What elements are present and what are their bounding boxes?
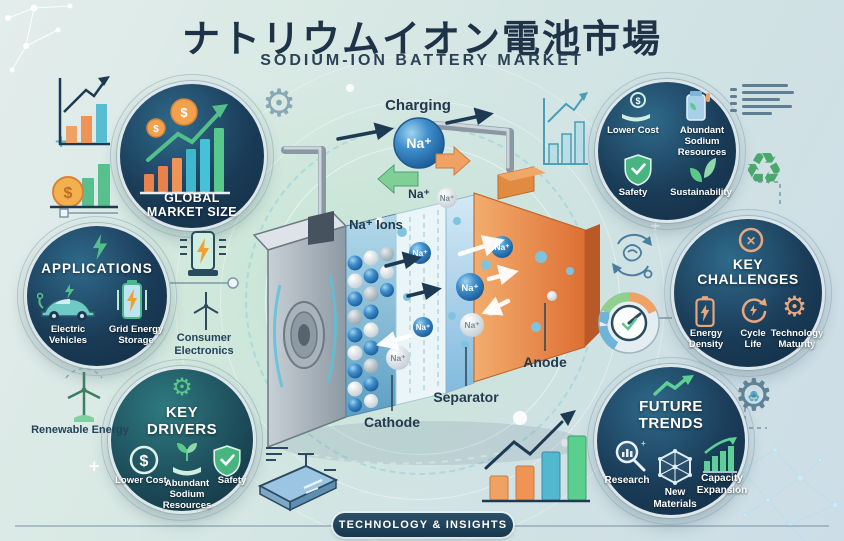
application-item: Electric Vehicles [48,324,88,346]
sustainability-leaves-icon [690,158,716,182]
svg-text:+: + [641,439,646,448]
svg-text:✕: ✕ [746,234,756,248]
trend-item: Capacity Expansion [696,473,748,496]
gear-recycle-icon: ⚙ [734,370,774,421]
dollar-circle-icon: $ [129,445,159,475]
page-title: ナトリウムイオン電池市場 [181,17,662,61]
footer-banner: TECHNOLOGY & INSIGHTS [333,513,513,537]
small-turbine-icon [193,292,219,330]
advantage-item: Abundant Sodium Resources [677,125,727,158]
x-circle-icon: ✕ [738,227,764,253]
separator-label: Separator [433,389,499,405]
sodium-container-icon [686,91,710,121]
plus-sparkle: + [88,457,101,475]
na-ions-label: Na⁺ Ions [349,217,403,232]
page-subtitle: SODIUM-ION BATTERY MARKET [260,52,584,69]
advantage-item: Safety [618,187,648,198]
growth-chart-icon [58,76,110,146]
svg-text:$: $ [140,453,149,470]
na-ion-label: Na⁺ [464,320,480,330]
grid-battery-icon [117,280,147,319]
na-ion-label: Na⁺ [461,283,478,294]
lower-cost-hand-icon: $ [622,92,650,122]
badge-applications: APPLICATIONS Electric Vehicles Grid Ener… [17,216,177,376]
wind-turbine-icon [65,368,103,422]
badge-future-trends: FUTURE TRENDS + Research New Material [587,357,755,525]
badge-title: GLOBAL MARKET SIZE [146,191,238,219]
charging-label: Charging [385,97,451,114]
battery-cell-graphic: Na⁺ Na⁺ Na⁺ Na⁺ Na⁺ Na⁺ Na⁺ Na⁺ [252,107,600,465]
renewable-energy-label: Renewable Energy [31,424,129,436]
cathode-label: Cathode [364,414,420,430]
driver-item: Safety [217,475,247,486]
cycle-life-icon [741,298,767,323]
svg-text:$: $ [153,124,159,135]
recycle-icon: ♻ [744,144,784,195]
mini-chart-icon [543,92,588,165]
list-dots-icon [730,88,738,116]
na-ion-label: Na⁺ [390,353,406,363]
badge-key-challenges: ✕ KEY CHALLENGES ⚙ Energy Density Cycle … [664,209,832,377]
challenge-item: Technology Maturity [770,328,824,350]
safety-shield-icon [213,445,241,477]
badge-global-market-size: $ $ GLOBAL MARKET SIZE [110,74,274,238]
advantage-item: Lower Cost [607,125,659,136]
new-materials-molecule-icon [658,449,692,485]
lightning-icon [92,234,108,260]
gear-icon: ⚙ [171,373,193,401]
svg-text:$: $ [180,105,188,120]
coin-bars-icon: $ [50,164,118,209]
battery-module-icon [257,447,339,512]
advantage-item: Sustainability [670,187,732,198]
na-ion-label: Na⁺ [416,323,430,332]
trend-item: New Materials [653,487,697,510]
person-gear-icon: ⚙ [262,81,297,125]
market-forecast-chart-icon [482,410,590,503]
na-ion-label: Na⁺ [440,194,454,203]
na-label: Na⁺ [408,187,430,201]
badge-key-drivers: ⚙ KEY DRIVERS $ Lower Cost Abundant Sodi… [101,359,263,521]
trend-item: Research [604,475,650,486]
badge-title: FUTURE TRENDS [638,398,704,432]
driver-item: Lower Cost [115,475,167,486]
anode-label: Anode [523,354,567,370]
market-growth-chart-icon: $ $ [140,98,230,195]
text-lines-icon [742,84,802,119]
badge-title: KEY CHALLENGES [697,256,799,288]
electric-car-icon [37,284,95,321]
badge-title: APPLICATIONS [41,261,153,276]
challenge-item: Energy Density [688,328,724,350]
na-ion-label: Na⁺ [412,248,428,258]
gauge-icon [598,292,660,354]
challenge-item: Cycle Life [740,328,766,350]
badge-advantages: $ Lower Cost Abundant Sodium Resources S… [588,72,746,230]
research-magnifier-icon: + [615,439,646,472]
recycle-small-icon: ♻ [747,388,761,406]
safety-shield-icon [624,154,652,186]
na-ion-label: Na⁺ [494,242,510,252]
na-ion-label: Na⁺ [406,135,431,151]
battery-diagram: Na⁺ Na⁺ Na⁺ Na⁺ Na⁺ Na⁺ Na⁺ Na⁺ [250,95,610,490]
capacity-expansion-chart-icon [703,437,737,473]
svg-text:$: $ [64,185,73,202]
charging-device-icon [180,231,226,276]
circular-economy-icon [612,233,653,279]
sodium-plant-hand-icon [173,443,201,476]
driver-item: Abundant Sodium Resources [162,478,212,511]
energy-density-battery-icon [695,296,715,327]
technology-gear-icon: ⚙ [782,290,808,323]
consumer-electronics-label: Consumer Electronics [174,332,234,358]
svg-text:$: $ [635,96,640,106]
trend-arrow-icon [653,375,694,396]
